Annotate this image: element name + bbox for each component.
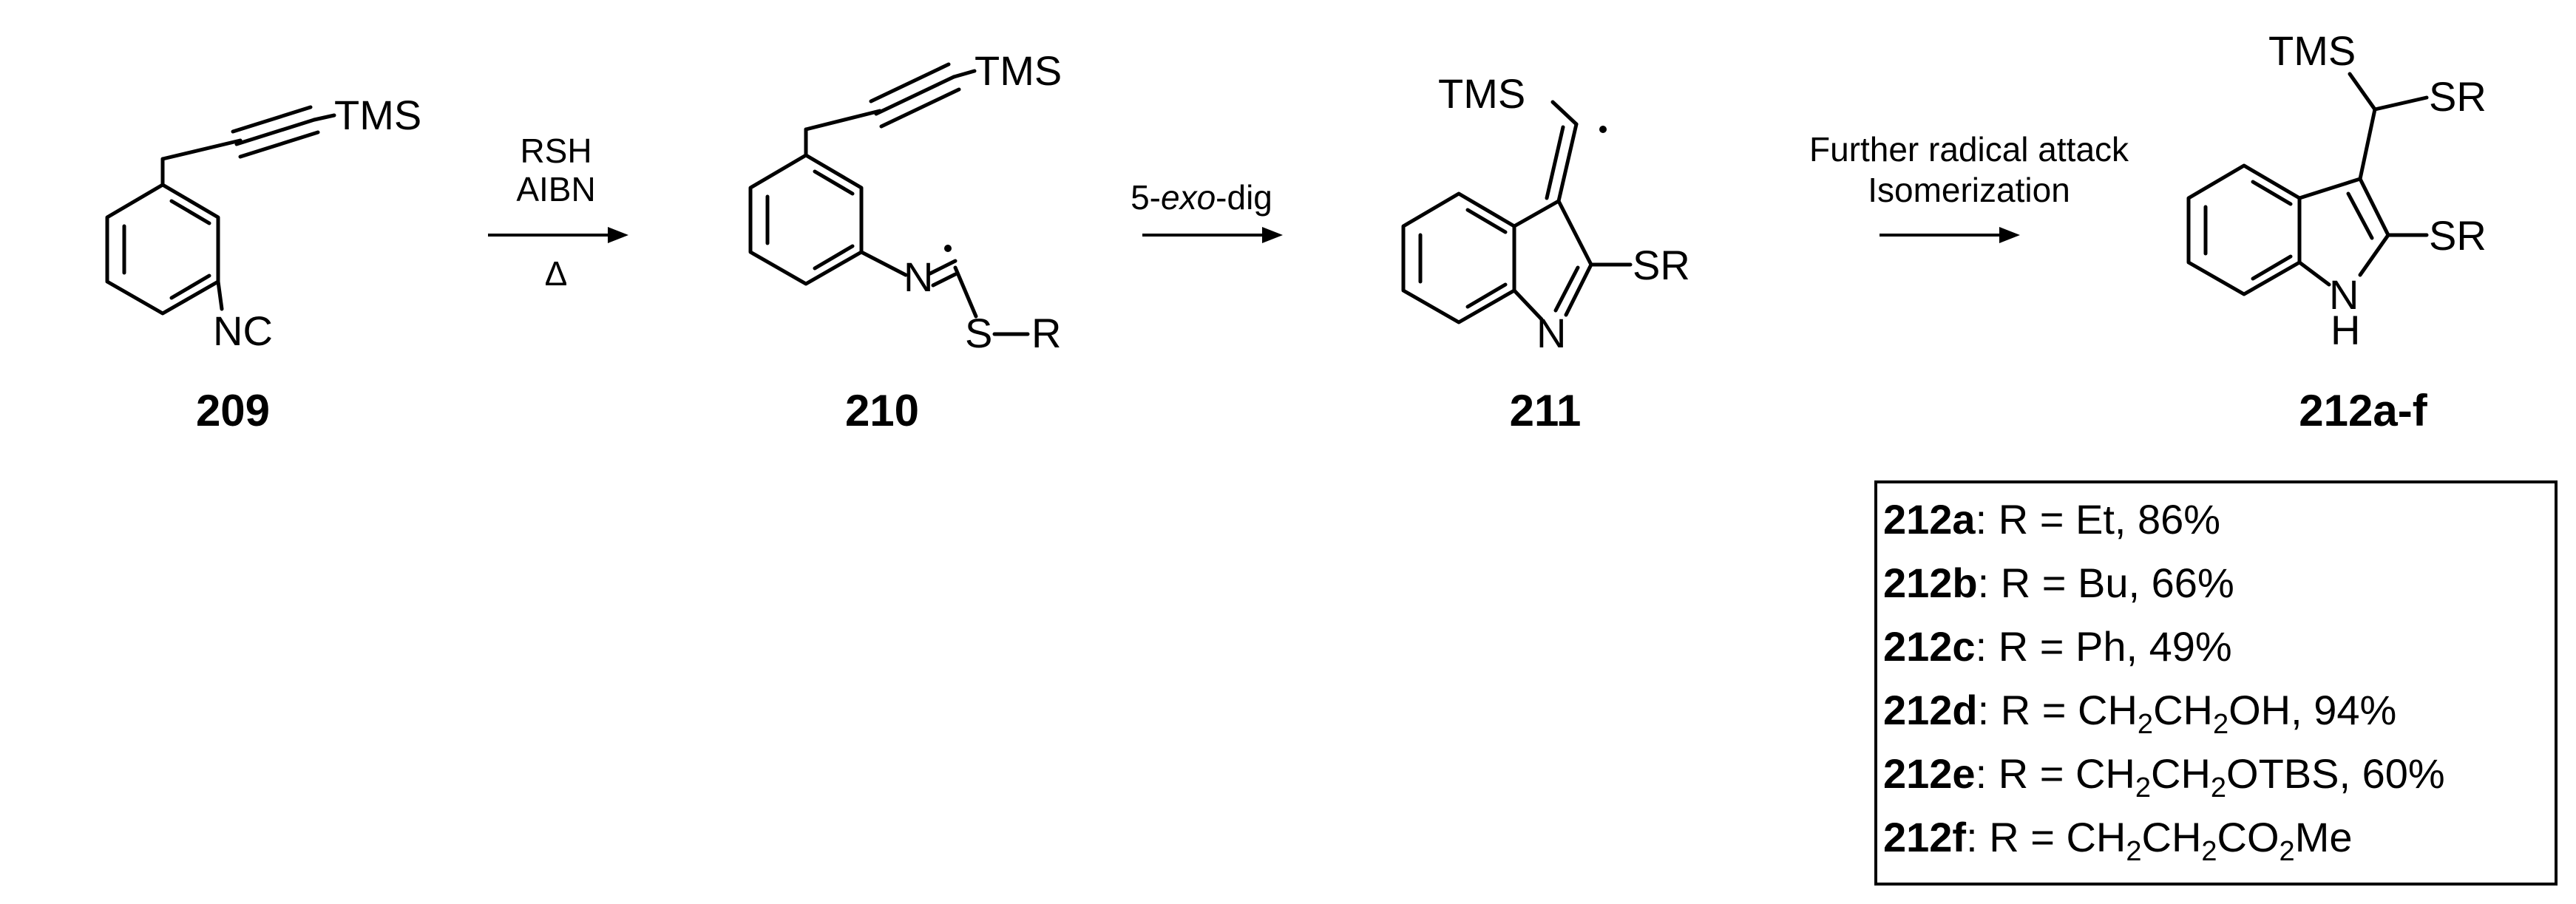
result-row-212b: 212b: R = Bu, 66% xyxy=(1883,551,2555,615)
condition-radical-attack: Further radical attack xyxy=(1809,130,2129,169)
result-yield: , 86% xyxy=(2114,496,2221,543)
result-yield: , 66% xyxy=(2128,560,2234,606)
compound-211: TMS SR N 211 xyxy=(1401,70,1690,435)
condition-cyclization: 5-exo-dig xyxy=(1131,178,1272,217)
result-r-group: Et xyxy=(2075,496,2115,543)
result-r-prefix: : R = xyxy=(1977,687,2078,733)
hydrogen-label: H xyxy=(2331,307,2360,353)
result-r-prefix: : R = xyxy=(1975,623,2075,670)
results-table: 212a: R = Et, 86%212b: R = Bu, 66%212c: … xyxy=(1874,480,2558,886)
result-r-group: Ph xyxy=(2075,623,2126,670)
condition-isomerization: Isomerization xyxy=(1868,171,2070,209)
compound-id-209: 209 xyxy=(196,386,270,435)
compound-id-212: 212a-f xyxy=(2299,386,2427,435)
result-r-group: CH xyxy=(2153,687,2213,733)
result-r-prefix: : R = xyxy=(1966,814,2067,860)
condition-heat: Δ xyxy=(545,254,568,293)
result-compound-id: 212b xyxy=(1883,560,1978,606)
nitrogen-label: N xyxy=(904,254,933,300)
tms-label: TMS xyxy=(2268,27,2356,74)
compound-212-bonds xyxy=(2186,72,2429,296)
result-row-212a: 212a: R = Et, 86% xyxy=(1883,488,2555,551)
result-yield: , 49% xyxy=(2126,623,2232,670)
condition-initiator: AIBN xyxy=(516,170,595,208)
result-subscript: 2 xyxy=(2210,772,2227,803)
compound-210-bonds xyxy=(748,62,1030,336)
radical-dot xyxy=(1599,126,1607,133)
result-r-group: CH xyxy=(2075,750,2135,797)
result-r-group: CH xyxy=(2141,814,2202,860)
compound-211-bonds xyxy=(1401,100,1633,324)
result-yield: , 94% xyxy=(2291,687,2397,733)
result-r-group: CH xyxy=(2066,814,2126,860)
result-row-212e: 212e: R = CH2CH2OTBS, 60% xyxy=(1883,742,2555,806)
tms-label: TMS xyxy=(975,47,1062,94)
tms-label: TMS xyxy=(334,92,421,138)
compound-id-210: 210 xyxy=(845,386,919,435)
result-r-group: Me xyxy=(2294,814,2353,860)
isocyanide-label: NC xyxy=(213,307,273,354)
result-r-group: CO xyxy=(2217,814,2280,860)
compound-209-bonds xyxy=(105,105,336,316)
result-r-prefix: : R = xyxy=(1977,560,2078,606)
result-subscript: 2 xyxy=(2201,836,2217,867)
result-compound-id: 212d xyxy=(1883,687,1978,733)
result-yield: , 60% xyxy=(2339,750,2445,797)
compound-209: TMS NC 209 xyxy=(105,92,421,435)
result-row-212c: 212c: R = Ph, 49% xyxy=(1883,615,2555,679)
result-r-group: CH xyxy=(2151,750,2211,797)
compound-id-211: 211 xyxy=(1510,386,1582,435)
compound-210: TMS N S R 210 xyxy=(748,47,1062,435)
result-r-group: Bu xyxy=(2078,560,2129,606)
result-compound-id: 212e xyxy=(1883,750,1976,797)
r-group-label: R xyxy=(1031,310,1061,356)
result-r-group: CH xyxy=(2078,687,2138,733)
result-compound-id: 212f xyxy=(1883,814,1967,860)
result-r-group: OTBS xyxy=(2226,750,2339,797)
nitrogen-label: N xyxy=(1536,310,1566,356)
tms-label: TMS xyxy=(1438,70,1525,117)
result-r-group: OH xyxy=(2228,687,2291,733)
result-row-212f: 212f: R = CH2CH2CO2Me xyxy=(1883,806,2555,869)
reaction-arrow-2: 5-exo-dig xyxy=(1131,178,1283,243)
result-compound-id: 212a xyxy=(1883,496,1976,543)
result-subscript: 2 xyxy=(2135,772,2151,803)
nitrogen-label: N xyxy=(2329,271,2359,318)
radical-dot xyxy=(944,245,952,252)
result-subscript: 2 xyxy=(2212,709,2229,740)
result-subscript: 2 xyxy=(2279,836,2295,867)
thioether-label: SR xyxy=(1633,242,1690,288)
compound-212: TMS SR SR N H 212a-f xyxy=(2186,27,2487,435)
result-subscript: 2 xyxy=(2137,709,2154,740)
sulfur-label: S xyxy=(965,310,992,356)
thioether-top-label: SR xyxy=(2429,73,2487,120)
reaction-arrow-3: Further radical attack Isomerization xyxy=(1809,130,2129,243)
result-r-prefix: : R = xyxy=(1975,496,2075,543)
result-compound-id: 212c xyxy=(1883,623,1976,670)
thioether-ring-label: SR xyxy=(2429,212,2487,259)
condition-reagent: RSH xyxy=(520,132,592,170)
result-subscript: 2 xyxy=(2126,836,2142,867)
result-r-prefix: : R = xyxy=(1975,750,2075,797)
reaction-arrow-1: RSH AIBN Δ xyxy=(488,132,628,293)
result-row-212d: 212d: R = CH2CH2OH, 94% xyxy=(1883,679,2555,742)
